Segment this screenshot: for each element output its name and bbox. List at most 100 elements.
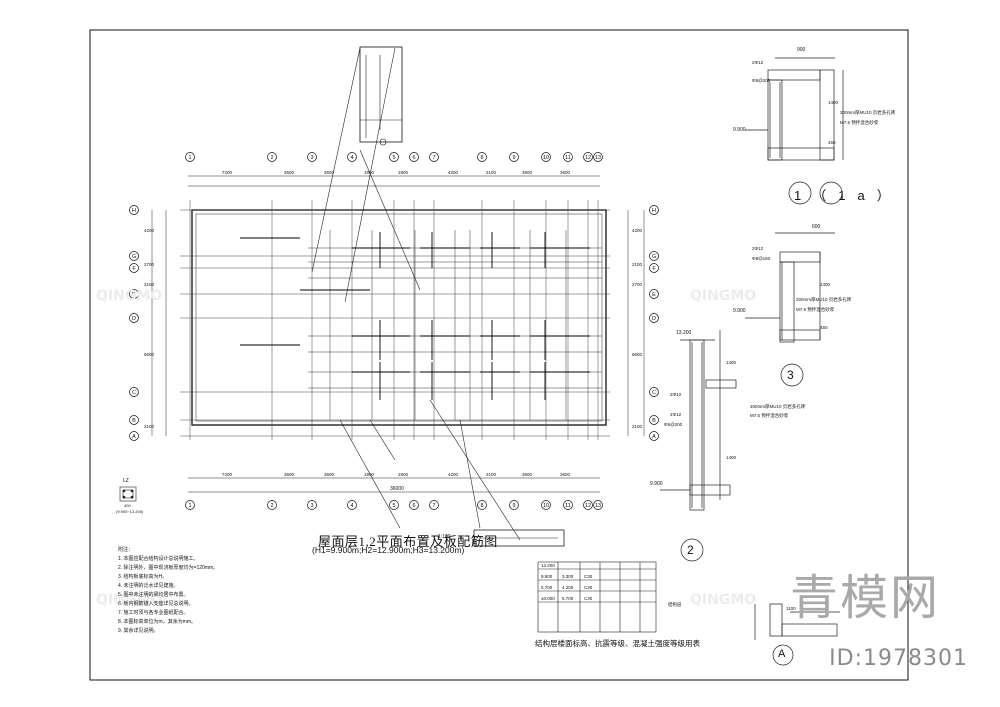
- svg-text:7: 7: [432, 155, 435, 161]
- detail-1-label: 1（1a）: [794, 188, 902, 203]
- grid-bubble-row: B: [649, 415, 659, 425]
- grid-bubble-col: 6: [409, 152, 419, 162]
- detail-A: [754, 603, 840, 666]
- grid-bubble-row: D: [129, 313, 139, 323]
- detail-3-label: 3: [787, 368, 794, 382]
- svg-text:H: H: [132, 208, 136, 214]
- detail-1-dim-450: 450: [828, 140, 836, 145]
- svg-text:9: 9: [512, 155, 515, 161]
- grid-bubble-col: 10: [541, 500, 551, 510]
- svg-text:13: 13: [595, 155, 601, 161]
- grid-bubble-col: 4: [347, 152, 357, 162]
- grid-bubble-row: E: [649, 289, 659, 299]
- grid-bubble-col: 1: [185, 152, 195, 162]
- dimension-text: 2100: [632, 262, 643, 267]
- grid-bubble-col: 10: [541, 152, 551, 162]
- table-cell: ±0.000: [541, 596, 555, 601]
- detail-3-dim: 600: [812, 224, 821, 230]
- detail-3-rebar-a: 2Φ12: [752, 246, 764, 251]
- floor-plan: [180, 46, 610, 547]
- grid-bubble-col: 11: [563, 500, 573, 510]
- detail-1-rebar-a: 2Φ12: [752, 60, 764, 65]
- svg-text:6: 6: [412, 503, 415, 509]
- table-cell: 13.200: [541, 563, 555, 568]
- svg-text:3: 3: [310, 503, 313, 509]
- plan-subtitle: (H1=9.900m;H2=12.900m;H3=13.200m): [312, 545, 465, 555]
- svg-text:12: 12: [585, 503, 591, 509]
- svg-text:E: E: [132, 292, 136, 298]
- svg-text:4: 4: [350, 503, 353, 509]
- detail-2-label: 2: [687, 543, 694, 557]
- plan-scale: 1:100: [438, 534, 451, 540]
- grid-bubble-col: 12: [583, 500, 593, 510]
- detail-A-label: A: [778, 648, 786, 660]
- svg-text:A: A: [132, 434, 136, 440]
- notes-heading: 附注：: [118, 547, 134, 553]
- svg-text:3: 3: [310, 155, 313, 161]
- svg-text:1: 1: [188, 155, 191, 161]
- dimension-text: 3600: [522, 472, 533, 477]
- grid-bubble-col: 8: [477, 500, 487, 510]
- dimension-text: 2700: [632, 282, 643, 287]
- detail-1-dim-1400: 1400: [828, 100, 839, 105]
- detail-3: [745, 232, 835, 387]
- grid-bubble-row: D: [649, 313, 659, 323]
- table-cell: C30: [584, 585, 593, 590]
- svg-text:4: 4: [350, 155, 353, 161]
- table-cell: 4.200: [562, 585, 574, 590]
- dimension-text: 2700: [144, 262, 155, 267]
- grid-bubble-col: 13: [593, 500, 603, 510]
- grid-bubble-col: 8: [477, 152, 487, 162]
- grid-bubble-col: 11: [563, 152, 573, 162]
- svg-text:9: 9: [512, 503, 515, 509]
- dimension-text: 6600: [632, 352, 643, 357]
- note-line: 7. 施工时须与各专业图纸配合。: [118, 610, 189, 616]
- watermark: QINGMO: [96, 288, 163, 304]
- svg-text:10: 10: [543, 503, 549, 509]
- dimension-text: 2100: [486, 170, 497, 175]
- grid-bubble-col: 12: [583, 152, 593, 162]
- svg-text:F: F: [652, 266, 656, 272]
- grid-bubble-col: 9: [509, 152, 519, 162]
- detail-2: [660, 330, 737, 562]
- note-line: 5. 图中未注明的梁均居中布置。: [118, 592, 189, 598]
- svg-text:8: 8: [480, 155, 483, 161]
- grid-bubble-row: B: [129, 415, 139, 425]
- dimension-text: 1800: [364, 170, 375, 175]
- detail-2-rebar-b: 2Φ12: [670, 412, 682, 417]
- note-line: 9. 其余详见说明。: [118, 628, 159, 634]
- watermark: QINGMO: [690, 592, 757, 608]
- grid-bubble-row: C: [649, 387, 659, 397]
- grid-bubble-col: 4: [347, 500, 357, 510]
- detail-3-elev: 9.900: [733, 308, 746, 314]
- dimension-text: 3600: [324, 170, 335, 175]
- detail-3-dim-450: 450: [820, 325, 828, 330]
- dimension-text: 3600: [324, 472, 335, 477]
- notes-block: 附注： 1. 本图应配合结构设计总说明施工。2. 除注明外，图中现浇板厚度均为=…: [118, 546, 218, 636]
- grid-bubble-col: 9: [509, 500, 519, 510]
- grid-bubble-row: H: [649, 205, 659, 215]
- table-footer: 结构层: [668, 602, 682, 607]
- plan-title: 屋面层1,2平面布置及板配筋图: [318, 534, 498, 549]
- svg-text:D: D: [132, 316, 136, 322]
- grid-bubble-row: C: [129, 387, 139, 397]
- svg-text:G: G: [132, 254, 136, 260]
- svg-text:C: C: [652, 390, 656, 396]
- dimension-text: 3600: [284, 472, 295, 477]
- svg-text:H: H: [652, 208, 656, 214]
- overall-dimension: 36000: [390, 486, 404, 492]
- dimension-text: 1800: [398, 170, 409, 175]
- svg-text:6: 6: [412, 155, 415, 161]
- svg-text:2: 2: [270, 155, 273, 161]
- dimension-text: 4200: [632, 228, 643, 233]
- detail-3-dim-1400: 1400: [820, 282, 831, 287]
- dimension-text: 2100: [144, 424, 155, 429]
- detail-3-mortar-note: M7.5 预拌混合砂浆: [796, 307, 835, 312]
- detail-1-rebar-b: Φ8@200: [752, 78, 771, 83]
- note-line: 1. 本图应配合结构设计总说明施工。: [118, 556, 199, 562]
- dimension-text: 3600: [560, 170, 571, 175]
- elevation-table: [537, 561, 657, 633]
